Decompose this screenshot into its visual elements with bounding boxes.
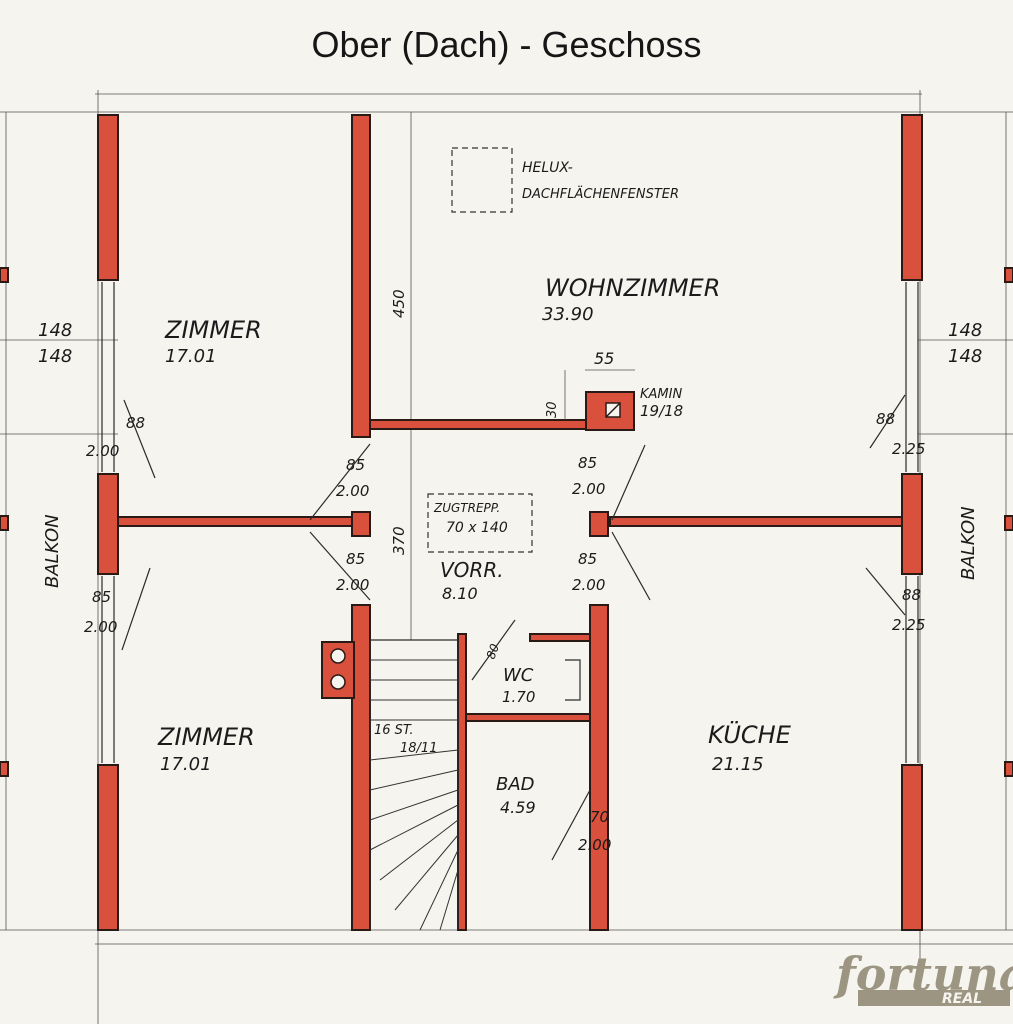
dim-wc-80: 80 [484, 642, 503, 661]
dim-left-top-88: 88 [126, 414, 145, 432]
balkon-right-label: BALKON [958, 506, 979, 580]
room-area-bad: 4.59 [500, 798, 536, 817]
dim-door-zimmer-bottom-200: 2.00 [336, 576, 369, 594]
balkon-left-label: BALKON [42, 514, 63, 588]
dim-door-kueche-200: 2.00 [572, 576, 605, 594]
room-name-wc: WC [503, 665, 534, 686]
dim-left-bottom-85: 85 [92, 588, 111, 606]
room-area-wohnzimmer: 33.90 [542, 304, 594, 325]
dim-win-right-h: 148 [948, 346, 982, 367]
plan-title: Ober (Dach) - Geschoss [311, 24, 702, 65]
kamin-width: 55 [594, 349, 614, 368]
room-name-kueche: KÜCHE [708, 720, 792, 749]
room-area-kueche: 21.15 [712, 754, 764, 775]
dim-left-bottom-200: 2.00 [84, 618, 117, 636]
kamin-size: 19/18 [640, 402, 683, 420]
dim-door-wohn-200: 2.00 [572, 480, 605, 498]
staircase [369, 639, 459, 931]
dim-height-450: 450 [390, 289, 408, 318]
room-name-wohnzimmer: WOHNZIMMER [545, 274, 720, 302]
stairs-count: 16 ST. [374, 723, 413, 738]
attic-ladder-outline [427, 493, 533, 553]
room-name-zimmer-top: ZIMMER [164, 316, 262, 344]
zugtreppe-label: ZUGTREPP. [433, 501, 500, 515]
dimension-lines [0, 90, 1013, 1024]
kamin-offset: 30 [545, 401, 560, 418]
logo-subtext: REAL [942, 991, 982, 1007]
skylight-label-1: HELUX- [522, 160, 573, 176]
fortuna-real-logo: fortuna REAL [833, 947, 1013, 1007]
room-area-zimmer-top: 17.01 [165, 346, 217, 367]
room-name-zimmer-bottom: ZIMMER [157, 723, 255, 751]
dim-door-zimmer-top-200: 2.00 [336, 482, 369, 500]
window-openings [101, 282, 919, 763]
wc-fixture [565, 659, 581, 701]
room-name-bad: BAD [496, 774, 535, 795]
dim-door-zimmer-top-85: 85 [346, 456, 365, 474]
room-area-wc: 1.70 [502, 688, 535, 706]
skylight-label-2: DACHFLÄCHENFENSTER [522, 186, 679, 202]
walls [0, 114, 1013, 931]
dim-right-top-88: 88 [876, 410, 895, 428]
dim-right-bottom-88: 88 [902, 586, 921, 604]
room-name-vorr: VORR. [440, 558, 504, 582]
skylight-outline [451, 147, 513, 213]
dim-bad-70: 70 [590, 808, 609, 826]
dim-bad-200: 2.00 [578, 836, 611, 854]
kamin-label: KAMIN [640, 387, 682, 402]
dim-height-370: 370 [390, 526, 408, 555]
room-area-zimmer-bottom: 17.01 [160, 754, 212, 775]
dim-door-wohn-85: 85 [578, 454, 597, 472]
door-marks [121, 394, 906, 861]
dim-left-top-200: 2.00 [86, 442, 119, 460]
dim-win-right-w: 148 [948, 320, 982, 341]
dim-right-bottom-225: 2.25 [892, 616, 925, 634]
dim-right-top-225: 2.25 [892, 440, 925, 458]
dim-door-zimmer-bottom-85: 85 [346, 550, 365, 568]
stairs-ratio: 18/11 [400, 741, 437, 756]
room-area-vorr: 8.10 [442, 584, 478, 603]
dim-win-left-w: 148 [38, 320, 72, 341]
dim-win-left-h: 148 [38, 346, 72, 367]
zugtreppe-size: 70 x 140 [446, 520, 508, 536]
dim-door-kueche-85: 85 [578, 550, 597, 568]
